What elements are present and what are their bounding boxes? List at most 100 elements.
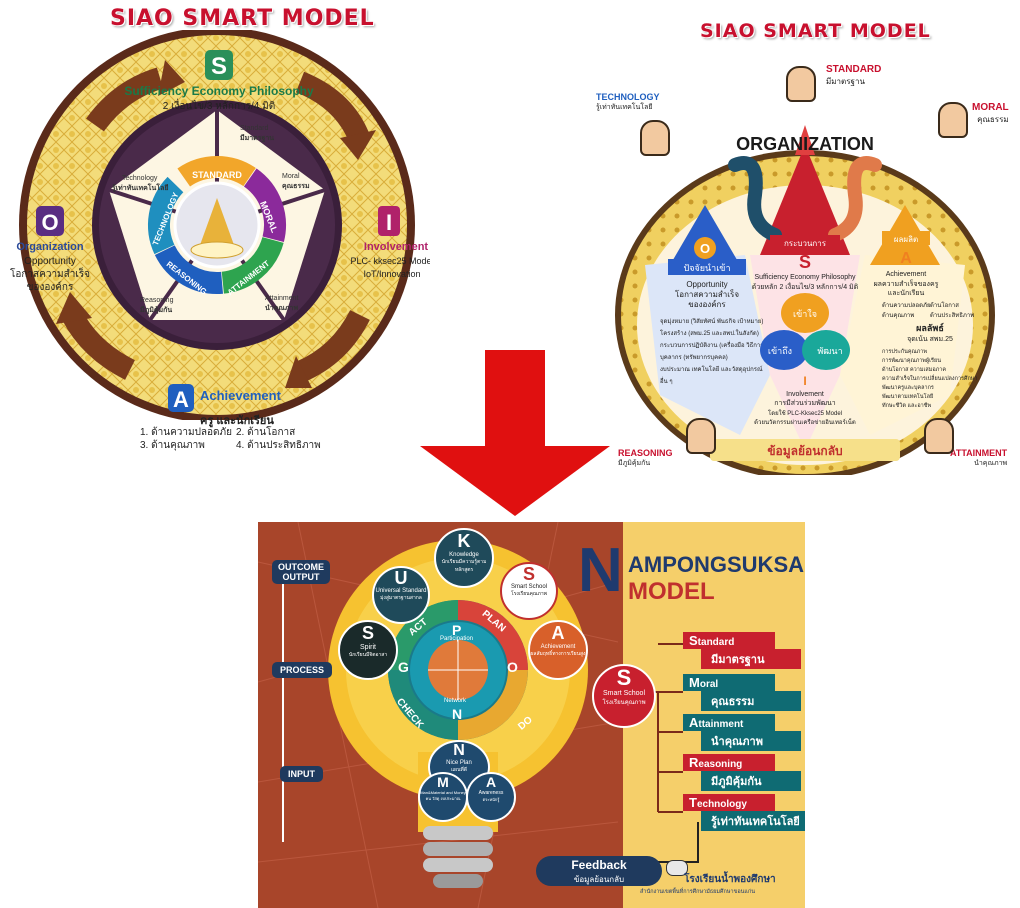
svg-text:ผลความสำเร็จของครู: ผลความสำเร็จของครู bbox=[874, 279, 939, 288]
kid-moral bbox=[938, 102, 968, 138]
svg-text:โอกาสความสำเร็จ: โอกาสความสำเร็จ bbox=[10, 266, 90, 280]
card-reasoning-th: มีภูมิคุ้มกัน bbox=[140, 305, 173, 315]
card-reasoning-en: Reasoning bbox=[140, 297, 174, 304]
school-name: โรงเรียนน้ำพองศึกษา bbox=[684, 874, 776, 885]
card-technology-th: รู้เท่าทันเทคโนโลยี bbox=[112, 183, 168, 193]
left-title: SIAO SMART MODEL bbox=[110, 6, 375, 31]
a-item-4: 4. ด้านประสิทธิภาพ bbox=[236, 440, 321, 451]
i-badge bbox=[378, 206, 400, 236]
ribbon-technology: Technology รู้เท่าทันเทคโนโลยี bbox=[683, 794, 805, 831]
petal-top bbox=[781, 293, 829, 333]
petal-left bbox=[760, 330, 808, 370]
bubble-spirit: S Spirit นักเรียนมีจิตอาสา bbox=[338, 620, 398, 680]
temple-left bbox=[670, 205, 740, 265]
pong-n: N bbox=[452, 706, 463, 722]
svg-text:พัฒนาครูและบุคลากร: พัฒนาครูและบุคลากร bbox=[882, 384, 934, 391]
card-attainment-en: Attainment bbox=[265, 295, 299, 302]
svg-text:ด้านคุณภาพ: ด้านคุณภาพ bbox=[882, 312, 914, 319]
bulb-base-3 bbox=[423, 858, 493, 872]
ribbon-standard: Standard มีมาตรฐาน bbox=[683, 632, 801, 669]
kid-reasoning bbox=[686, 418, 716, 454]
right-title: SIAO SMART MODEL bbox=[700, 20, 931, 42]
svg-text:พัฒนาตามเทคโนโลยี: พัฒนาตามเทคโนโลยี bbox=[882, 392, 933, 400]
right-organization-diagram: ORGANIZATION O ปัจจัยนำเข้า Opportunity … bbox=[615, 125, 995, 475]
svg-text:IoT/Innovation: IoT/Innovation bbox=[363, 269, 420, 279]
svg-text:กระบวนการ: กระบวนการ bbox=[784, 239, 827, 248]
card-moral-en: Moral bbox=[282, 173, 300, 180]
svg-text:ด้านโอกาส: ด้านโอกาส bbox=[930, 301, 959, 309]
svg-text:โครงสร้าง (สพม.25 และสพป.ในสัง: โครงสร้าง (สพม.25 และสพป.ในสังกัด) bbox=[660, 329, 759, 337]
svg-text:ขององค์กร: ขององค์กร bbox=[27, 281, 74, 293]
feedback-band bbox=[710, 439, 900, 461]
mouse-icon bbox=[666, 860, 688, 876]
office-name: สำนักงานเขตพื้นที่การศึกษามัธยมศึกษาขอนแ… bbox=[640, 889, 756, 895]
svg-text:Opportunity: Opportunity bbox=[24, 256, 76, 267]
svg-text:ทักษะชีวิต และอาชีพ: ทักษะชีวิต และอาชีพ bbox=[882, 402, 931, 409]
svg-text:S: S bbox=[799, 252, 811, 272]
org-title: ORGANIZATION bbox=[736, 134, 874, 154]
bubble-k: K Knowledge นักเรียนมีความรู้ตามหลักสูตร bbox=[434, 528, 494, 588]
svg-text:ด้วยนวัตกรรมผ่านเครือข่ายอินเท: ด้วยนวัตกรรมผ่านเครือข่ายอินเทอร์เน็ต bbox=[754, 417, 856, 426]
pong-g: G bbox=[398, 659, 409, 675]
svg-text:ด้านความปลอดภัย: ด้านความปลอดภัย bbox=[882, 302, 931, 309]
svg-text:A: A bbox=[173, 387, 189, 412]
kid-technology bbox=[640, 120, 670, 156]
svg-text:ความสำเร็จในการเปลี่ยนแปลงการศ: ความสำเร็จในการเปลี่ยนแปลงการศึกษา bbox=[882, 374, 978, 382]
bulb-base-1 bbox=[423, 826, 493, 840]
standard-label: STANDARD มีมาตรฐาน bbox=[826, 64, 882, 86]
temple-center bbox=[760, 145, 850, 255]
bubble-achievement: A Achievement ผลสัมฤทธิ์ทางการเรียนสูง bbox=[528, 620, 588, 680]
s-sub: 2 เงื่อนไข/3 หลักการ/4 มิติ bbox=[163, 98, 276, 112]
a-badge bbox=[168, 384, 194, 412]
attainment-label: ATTAINMENT นำคุณภาพ bbox=[950, 448, 1008, 467]
naga-left bbox=[728, 156, 782, 242]
svg-text:ปัจจัยนำเข้า: ปัจจัยนำเข้า bbox=[683, 263, 730, 273]
technology-label: TECHNOLOGY รู้เท่าทันเทคโนโลยี bbox=[596, 92, 660, 111]
a-item-2: 2. ด้านโอกาส bbox=[236, 427, 296, 438]
svg-text:ขององค์กร: ขององค์กร bbox=[688, 299, 726, 309]
model-title-2: MODEL bbox=[628, 578, 715, 605]
ring-participation: Participation bbox=[440, 636, 474, 642]
bubble-u: U Universal Standard มุ่งสู่มาตรฐานสากล bbox=[372, 566, 430, 624]
model-title-n: N bbox=[578, 536, 623, 605]
smart-school-circle: S Smart School โรงเรียนคุณภาพ bbox=[592, 664, 656, 728]
bubble-m: M Man&Material and Money คน วัสดุ งบประม… bbox=[418, 772, 468, 822]
svg-text:O: O bbox=[700, 241, 710, 256]
svg-text:Sufficiency Economy Philosophy: Sufficiency Economy Philosophy bbox=[754, 274, 856, 281]
svg-text:ผลลัพธ์: ผลลัพธ์ bbox=[916, 322, 944, 333]
svg-text:ผลผลิต: ผลผลิต bbox=[894, 235, 918, 244]
petal-right bbox=[802, 330, 850, 370]
bubble-smart-school: S Smart School โรงเรียนคุณภาพ bbox=[500, 562, 558, 620]
a-title: Achievement bbox=[200, 388, 282, 403]
reasoning-label: REASONING มีภูมิคุ้มกัน bbox=[618, 448, 673, 467]
ring-network: Network bbox=[444, 698, 467, 704]
ribbon-reasoning: Reasoning มีภูมิคุ้มกัน bbox=[683, 754, 801, 791]
svg-text:โดยใช้ PLC-Kksec25 Model: โดยใช้ PLC-Kksec25 Model bbox=[768, 409, 842, 417]
kid-attainment bbox=[924, 418, 954, 454]
kid-standard bbox=[786, 66, 816, 102]
arrow-top-left bbox=[86, 67, 164, 132]
pong-o: O bbox=[507, 659, 518, 675]
svg-text:บุคลากร (ทรัพยากรบุคคล): บุคลากร (ทรัพยากรบุคคล) bbox=[660, 354, 728, 361]
panel-a bbox=[840, 255, 965, 435]
svg-text:ข้อมูลย้อนกลับ: ข้อมูลย้อนกลับ bbox=[767, 444, 842, 459]
svg-text:A: A bbox=[900, 250, 912, 267]
moral-label: MORAL คุณธรรม bbox=[972, 102, 1009, 124]
svg-text:Involvement: Involvement bbox=[786, 391, 824, 398]
svg-text:S: S bbox=[211, 53, 227, 80]
process-label: PROCESS bbox=[272, 662, 333, 678]
arrow-top-right bbox=[295, 71, 371, 145]
svg-text:I: I bbox=[386, 210, 392, 235]
arrow-bottom-right bbox=[295, 309, 370, 383]
card-attainment-th: นำคุณภาพ bbox=[265, 304, 298, 312]
s-title: Sufficiency Economy Philosophy bbox=[124, 84, 314, 98]
svg-text:ด้านโอกาส ความเสมอภาค: ด้านโอกาส ความเสมอภาค bbox=[882, 365, 946, 373]
svg-text:O: O bbox=[41, 210, 58, 235]
o-title: Organization bbox=[16, 241, 84, 253]
ribbon-moral: Moral คุณธรรม bbox=[683, 674, 801, 711]
svg-text:อื่น ๆ: อื่น ๆ bbox=[660, 377, 673, 385]
card-standard-en: Standard bbox=[240, 125, 269, 132]
model-title-1: AMPONGSUKSA bbox=[628, 552, 805, 577]
svg-text:จุดเน้น สพม.25: จุดเน้น สพม.25 bbox=[907, 335, 953, 343]
